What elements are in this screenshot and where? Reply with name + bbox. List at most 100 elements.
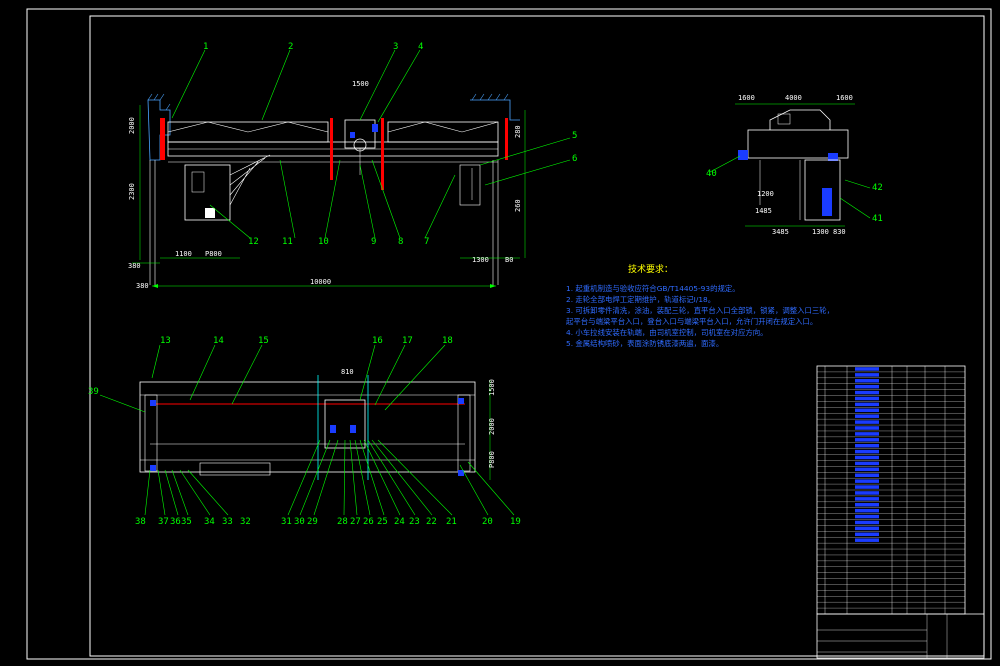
sheet-inner-border	[89, 15, 985, 657]
callout-18: 18	[442, 336, 453, 346]
parts-table-name-cell	[855, 396, 879, 401]
callout-7: 7	[424, 237, 429, 247]
tech-req-item-1: 1. 起重机制造与验收应符合GB/T14405-93的规定。	[566, 284, 740, 293]
callout-20: 20	[482, 517, 493, 527]
callout-26: 26	[363, 517, 374, 527]
parts-table-name-cell	[855, 390, 879, 395]
side-dim-mid-2: 1485	[755, 207, 772, 215]
callout-29: 29	[307, 517, 318, 527]
parts-table-name-cell	[855, 438, 879, 442]
dim-left-3: 380	[128, 262, 141, 270]
parts-table-name-cell	[855, 402, 879, 407]
callout-5: 5	[572, 131, 577, 141]
side-dim-bot-2: 1300	[812, 228, 829, 236]
callout-40: 40	[706, 169, 717, 179]
callout-11: 11	[282, 237, 293, 247]
side-dim-top-1: 1600	[738, 94, 755, 102]
callout-17: 17	[402, 336, 413, 346]
callout-28: 28	[337, 517, 348, 527]
callout-13: 13	[160, 336, 171, 346]
parts-table-name-cell	[855, 443, 879, 448]
plan-dim-top-1: 810	[341, 368, 354, 376]
plan-dim-right-2: 2000	[488, 418, 496, 435]
parts-table-name-cell	[855, 473, 879, 477]
dim-bottom-1: 1100	[175, 250, 192, 258]
callout-32: 32	[240, 517, 251, 527]
dim-left-1: 2000	[128, 117, 136, 134]
parts-table-name-cell	[855, 408, 879, 413]
side-dim-bot-1: 3485	[772, 228, 789, 236]
front-view	[132, 49, 571, 288]
parts-table-name-cell	[855, 384, 879, 389]
parts-table-name-cell	[855, 538, 879, 542]
callout-27: 27	[350, 517, 361, 527]
dim-right-2: 280	[514, 125, 522, 138]
dim-top-1: 1500	[352, 80, 369, 88]
dim-left-2: 2300	[128, 183, 136, 200]
parts-table-name-cell	[855, 503, 879, 507]
tech-req-item-3: 3. 可拆卸零件清洗，涂油，装配三轮，直平台入口全部锁，锁紧，调整入口三轮，	[566, 306, 834, 315]
parts-list-table	[816, 365, 985, 659]
callout-24: 24	[394, 517, 405, 527]
callout-31: 31	[281, 517, 292, 527]
callout-22: 22	[426, 517, 437, 527]
parts-table-name-cell	[855, 491, 879, 495]
parts-table-name-cell	[855, 455, 879, 460]
parts-table-name-cell	[855, 467, 879, 472]
side-view	[709, 103, 871, 227]
parts-table-name-cell	[855, 414, 879, 418]
plan-dim-right-1: 1500	[488, 379, 496, 396]
parts-table-name-cell	[855, 514, 879, 519]
side-dim-bot-3: 830	[833, 228, 846, 236]
side-dim-top-3: 1600	[836, 94, 853, 102]
dim-left-4: 380	[136, 282, 149, 290]
callout-15: 15	[258, 336, 269, 346]
callout-21: 21	[446, 517, 457, 527]
plan-bottom-callouts: 38 37 36 35 34 33 32 31 30 29 28 27 26 2…	[135, 517, 521, 527]
parts-table-name-cell	[855, 485, 879, 489]
parts-table-name-cell	[855, 461, 879, 466]
callout-30: 30	[294, 517, 305, 527]
dim-right-3: 1300	[472, 256, 489, 264]
parts-table-name-cell	[855, 520, 879, 525]
parts-table-name-cell	[855, 373, 879, 377]
parts-table-name-cell	[855, 432, 879, 436]
callout-4: 4	[418, 42, 423, 52]
callout-10: 10	[318, 237, 329, 247]
sheet-outer-border	[26, 8, 992, 660]
callout-8: 8	[398, 237, 403, 247]
plan-view	[99, 344, 515, 516]
callout-23: 23	[409, 517, 420, 527]
dim-bottom-2: P800	[205, 250, 222, 258]
callout-25: 25	[377, 517, 388, 527]
callout-34: 34	[204, 517, 215, 527]
tech-req-item-4: 起平台与端梁平台入口，登台入口与端梁平台入口，允许门开闭在规定入口。	[566, 317, 817, 326]
parts-table-name-cell	[855, 426, 879, 430]
tech-req-item-6: 5. 金属结构喷砂，表面涂防锈底漆两遍，面漆。	[566, 339, 723, 348]
tech-req-item-5: 4. 小车拉线安装在轨端，由司机室控制，司机室在对应方向。	[566, 328, 768, 337]
parts-table-name-cell	[855, 497, 879, 501]
callout-41: 41	[872, 214, 883, 224]
parts-table-name-cell	[855, 508, 879, 513]
callout-33: 33	[222, 517, 233, 527]
dim-right-1: 260	[514, 199, 522, 212]
parts-table-name-cell	[855, 479, 879, 483]
title-block-frame	[816, 613, 985, 659]
callout-6: 6	[572, 154, 577, 164]
callout-38: 38	[135, 517, 146, 527]
callout-12: 12	[248, 237, 259, 247]
parts-table-name-cell	[855, 449, 879, 454]
callout-3: 3	[393, 42, 398, 52]
tech-req-item-2: 2. 走轮全部电焊工定期维护，轨道标记I/18。	[566, 295, 715, 304]
callout-9: 9	[371, 237, 376, 247]
callout-16: 16	[372, 336, 383, 346]
side-dim-top-2: 4000	[785, 94, 802, 102]
tech-req-title: 技术要求：	[628, 263, 673, 275]
parts-table-name-cell	[855, 367, 879, 371]
dim-span: 10000	[310, 278, 331, 286]
dim-right-4: B0	[505, 256, 513, 264]
callout-39: 39	[88, 387, 99, 397]
parts-table-name-cell	[855, 420, 879, 424]
